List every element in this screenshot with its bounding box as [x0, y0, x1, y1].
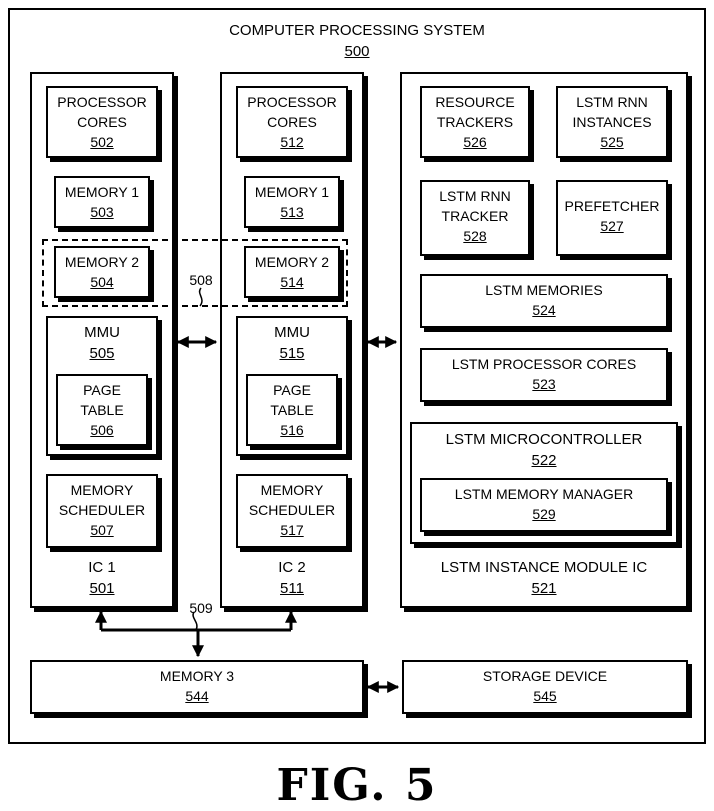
ic2-page-table	[246, 374, 338, 446]
leader-509	[192, 611, 198, 631]
ic1-processor-cores	[46, 86, 158, 158]
ic2-memory-1	[244, 176, 340, 228]
storage-device	[402, 660, 688, 714]
prefetcher	[556, 180, 668, 256]
lstm-memory-manager	[420, 478, 668, 532]
memory-2-group-508	[42, 239, 348, 307]
lstm-memories	[420, 274, 668, 328]
ic2-processor-cores	[236, 86, 348, 158]
ic2-memory-2	[244, 246, 340, 298]
resource-trackers	[420, 86, 530, 158]
ic1-page-table	[56, 374, 148, 446]
ic2-memory-scheduler	[236, 474, 348, 548]
system-title: COMPUTER PROCESSING SYSTEM 500	[229, 22, 485, 60]
ic1-memory-2	[54, 246, 150, 298]
ic1-memory-1	[54, 176, 150, 228]
ic1-memory-scheduler	[46, 474, 158, 548]
lstm-processor-cores	[420, 348, 668, 402]
lstm-rnn-instances	[556, 86, 668, 158]
ref-509: 509	[189, 600, 213, 616]
figure-label: FIG. 5	[276, 760, 438, 811]
lstm-rnn-tracker	[420, 180, 530, 256]
memory-3	[30, 660, 364, 714]
ref-508: 508	[189, 272, 213, 288]
leader-508	[198, 287, 203, 307]
